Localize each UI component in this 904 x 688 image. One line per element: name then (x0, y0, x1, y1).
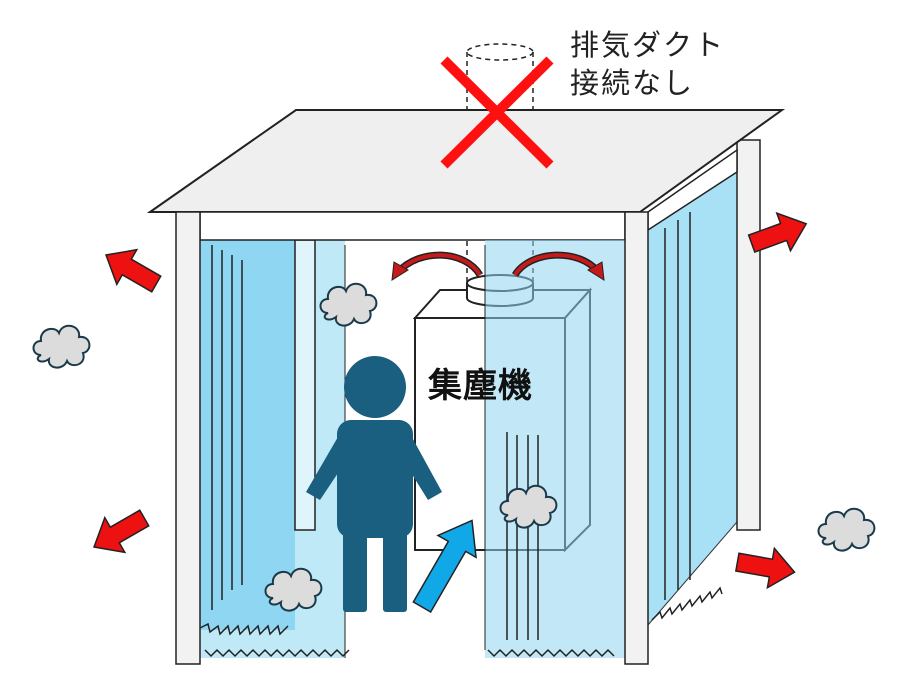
leak-arrow-icon (733, 541, 799, 593)
dust-cloud-icon (817, 507, 876, 552)
right-side-curtain (647, 171, 738, 627)
worker-figure (306, 356, 442, 612)
back-right-post (736, 139, 761, 531)
curtain-hem (204, 648, 350, 658)
dust-cloud-icon (32, 324, 91, 369)
leak-arrow-icon (83, 499, 155, 566)
front-right-post (624, 211, 649, 665)
front-left-post (175, 211, 201, 665)
right-front-curtain (485, 240, 625, 658)
leak-arrow-icon (95, 236, 167, 303)
not-connected-cross-icon (440, 56, 554, 169)
dust-collector-label: 集塵機 (428, 366, 533, 406)
front-beam (199, 211, 626, 241)
duct-note-line2: 接続なし (570, 66, 695, 100)
curtain-folds (211, 212, 691, 610)
duct-note: 排気ダクト 接続なし (570, 26, 725, 102)
intake-arrow-icon (412, 519, 477, 614)
duct-note-line1: 排気ダクト (570, 28, 726, 62)
back-left-curtain (200, 240, 295, 630)
